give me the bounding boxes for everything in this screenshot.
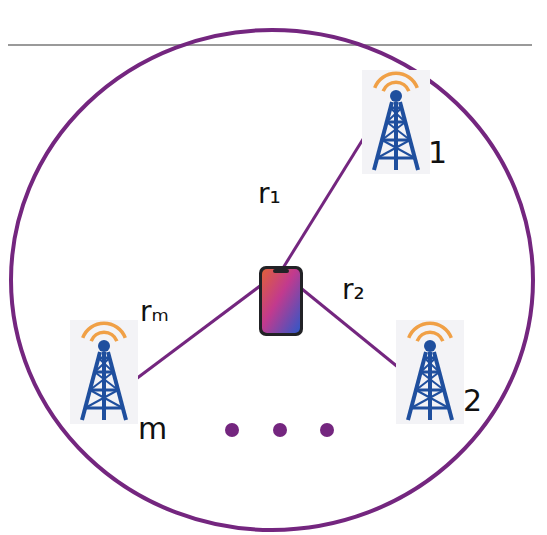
tower-number: 2: [463, 386, 482, 416]
top-rule: [8, 44, 532, 46]
tower-brace: [411, 407, 449, 410]
tower-brace: [85, 407, 123, 410]
phone-body: [259, 266, 303, 336]
distance-label: r₁: [258, 180, 281, 208]
tower-brace: [416, 372, 439, 390]
signal-arc: [373, 71, 419, 88]
tower-brace: [377, 140, 410, 158]
signal-arc: [407, 321, 453, 338]
cell-tower-icon: [362, 70, 430, 174]
phone-icon: [259, 266, 303, 336]
tower-leg: [82, 352, 100, 420]
icon-background: [70, 320, 138, 424]
signal-arc: [90, 330, 119, 341]
tower-brace: [95, 372, 118, 390]
tower-brace: [416, 389, 444, 392]
tower-brace: [382, 122, 405, 140]
signal-arc: [81, 321, 127, 338]
tower-brace: [382, 139, 410, 142]
ellipsis-dot: [273, 423, 287, 437]
tower-brace: [421, 372, 444, 390]
tower-brace: [382, 140, 415, 158]
tower-brace: [90, 372, 113, 390]
signal-arc: [382, 80, 411, 91]
antenna-head: [424, 340, 436, 352]
signal-arc: [416, 330, 445, 341]
tower-brace: [421, 358, 436, 372]
tower-leg: [400, 102, 418, 170]
tower-brace: [85, 390, 118, 408]
tower-leg: [108, 352, 126, 420]
tower-number: m: [138, 414, 167, 444]
antenna-head: [390, 90, 402, 102]
tower-brace: [90, 390, 123, 408]
tower-brace: [377, 157, 415, 160]
tower-brace: [416, 390, 449, 408]
tower-brace: [390, 108, 405, 122]
tower-brace: [98, 358, 113, 372]
icon-background: [362, 70, 430, 174]
tower-leg: [434, 352, 452, 420]
tower-brace: [424, 358, 439, 372]
tower-leg: [374, 102, 392, 170]
icon-background: [396, 320, 464, 424]
ellipsis-dot: [225, 423, 239, 437]
distance-label: r₂: [342, 276, 365, 304]
tower-brace: [387, 108, 402, 122]
tower-brace: [95, 358, 110, 372]
cell-tower-icon: [70, 320, 138, 424]
tower-brace: [90, 389, 118, 392]
tower-brace: [411, 390, 444, 408]
tower-leg: [408, 352, 426, 420]
tower-number: 1: [428, 138, 447, 168]
distance-line: [132, 280, 268, 382]
cell-boundary: [11, 30, 533, 530]
phone-notch: [273, 269, 289, 273]
cell-tower-icon: [396, 320, 464, 424]
ellipsis-dot: [320, 423, 334, 437]
phone-screen: [262, 269, 300, 333]
tower-brace: [387, 122, 410, 140]
antenna-head: [98, 340, 110, 352]
distance-label: rₘ: [140, 298, 169, 326]
distance-line: [286, 276, 404, 372]
